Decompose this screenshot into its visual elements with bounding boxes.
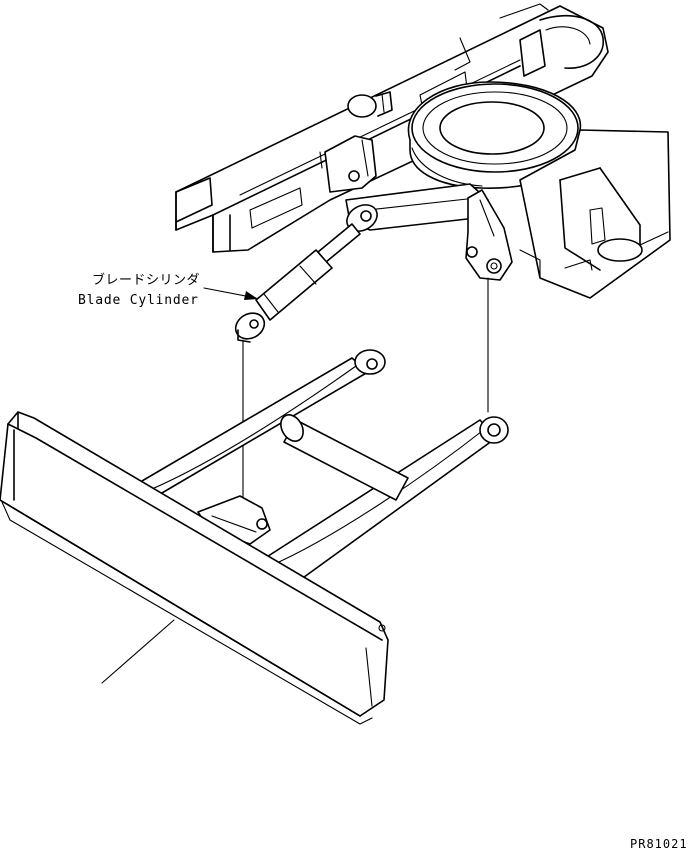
callout-arrowhead — [244, 291, 258, 300]
blade-cylinder-callout: ブレードシリンダ Blade Cylinder — [78, 272, 258, 308]
blade-cylinder — [234, 204, 378, 343]
cylinder-bracket — [324, 135, 377, 193]
center-frame — [519, 129, 671, 299]
callout-label-ja: ブレードシリンダ — [92, 272, 200, 288]
blade-leader-line — [101, 619, 175, 684]
callout-label-en: Blade Cylinder — [78, 293, 199, 308]
arm-bracket — [465, 189, 513, 281]
swing-circle — [407, 81, 582, 189]
figure-code: PR81021 — [630, 837, 688, 851]
dozer-blade — [0, 411, 389, 725]
blade-frame — [129, 349, 509, 581]
